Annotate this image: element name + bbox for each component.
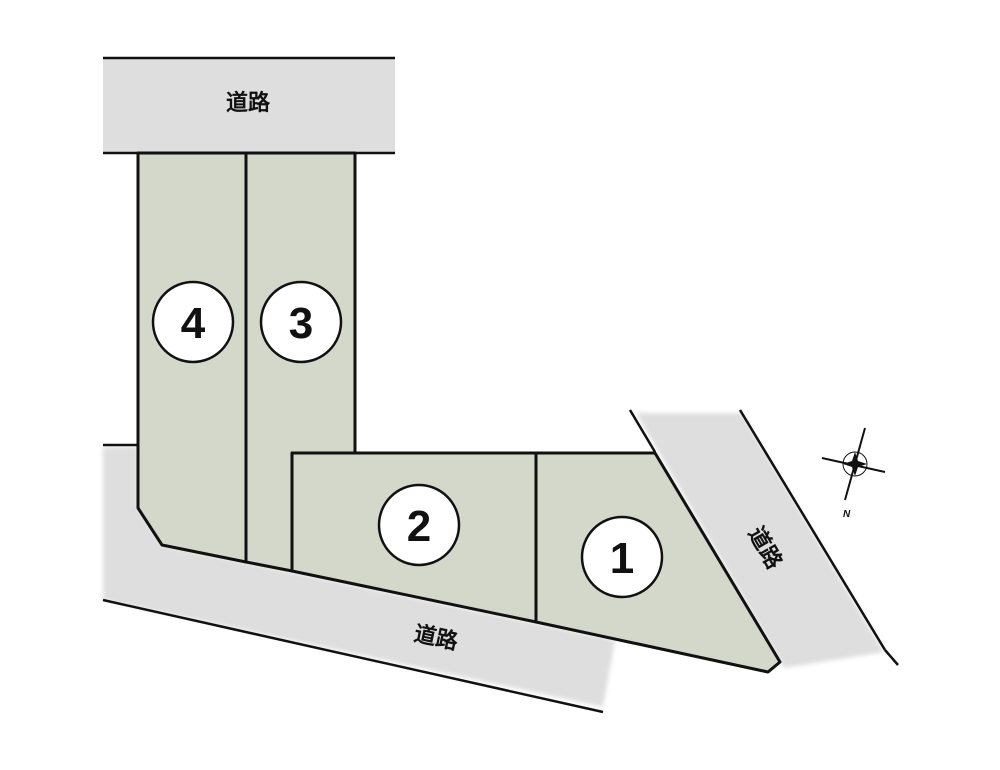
compass-north-label: N — [843, 509, 851, 520]
lot-number: 4 — [181, 299, 206, 348]
road-north-label: 道路 — [226, 90, 271, 116]
compass-icon: N — [821, 427, 886, 520]
lot-number: 2 — [407, 502, 431, 551]
road-south: 道路 — [102, 443, 615, 714]
lot-badge-2: 2 — [377, 483, 461, 567]
lot-number: 1 — [610, 534, 634, 583]
road-north: 道路 — [103, 56, 395, 155]
road-east: 道路 — [628, 409, 899, 668]
lot-badge-3: 3 — [259, 280, 343, 364]
lot-badge-4: 4 — [151, 280, 235, 364]
lot-number: 3 — [289, 299, 313, 348]
lot-badge-1: 1 — [580, 515, 664, 599]
